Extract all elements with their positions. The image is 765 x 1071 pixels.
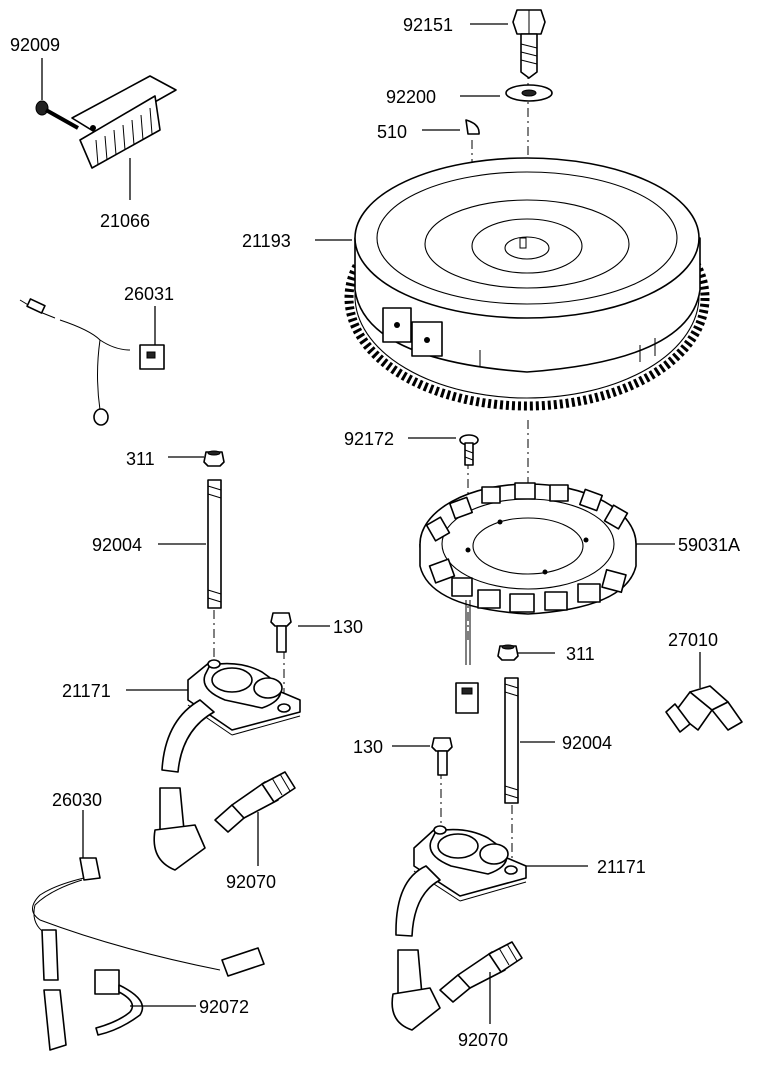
flywheel [344, 157, 710, 411]
lead-wire [19, 298, 165, 426]
label-21171-right: 21171 [597, 857, 646, 877]
stator-screw [459, 434, 479, 466]
bolt-right [431, 737, 453, 776]
label-130-left: 130 [333, 617, 363, 637]
oil-pressure-sensor [665, 685, 743, 733]
label-21066: 21066 [100, 211, 150, 231]
stud-right [504, 677, 519, 804]
spark-plug-right [439, 941, 523, 1003]
label-26030: 26030 [52, 790, 102, 810]
stator [419, 482, 637, 714]
nut-right [497, 644, 519, 661]
stud-left [207, 479, 222, 609]
label-92200: 92200 [386, 87, 436, 107]
label-21193: 21193 [242, 231, 291, 251]
label-311-right: 311 [566, 644, 595, 664]
nut-left [203, 450, 225, 467]
label-92151: 92151 [403, 15, 453, 35]
regulator-screw [35, 100, 79, 130]
bolt-left [270, 612, 292, 653]
label-59031A: 59031A [678, 535, 740, 555]
ignition-coil-right [391, 825, 527, 1031]
label-92172: 92172 [344, 429, 394, 449]
wire-harness [32, 857, 265, 1051]
spark-plug-left [214, 771, 296, 833]
label-130-right: 130 [353, 737, 383, 757]
leader-lines [41, 23, 701, 1024]
label-92004-right: 92004 [562, 733, 612, 753]
flywheel-washer [505, 84, 553, 102]
part-number-labels: 92151 92200 510 21193 92009 21066 26031 … [10, 15, 740, 1050]
label-92070-right: 92070 [458, 1030, 508, 1050]
ignition-coil-left [153, 659, 301, 871]
flywheel-key [465, 119, 480, 135]
label-21171-left: 21171 [62, 681, 111, 701]
label-92009: 92009 [10, 35, 60, 55]
label-92072: 92072 [199, 997, 249, 1017]
label-92070-left: 92070 [226, 872, 276, 892]
label-27010: 27010 [668, 630, 718, 650]
wire-clamp [94, 969, 144, 1036]
label-92004-left: 92004 [92, 535, 142, 555]
voltage-regulator [71, 75, 177, 169]
flywheel-bolt [512, 9, 546, 79]
label-26031: 26031 [124, 284, 174, 304]
label-510: 510 [377, 122, 407, 142]
label-311-left: 311 [126, 449, 155, 469]
